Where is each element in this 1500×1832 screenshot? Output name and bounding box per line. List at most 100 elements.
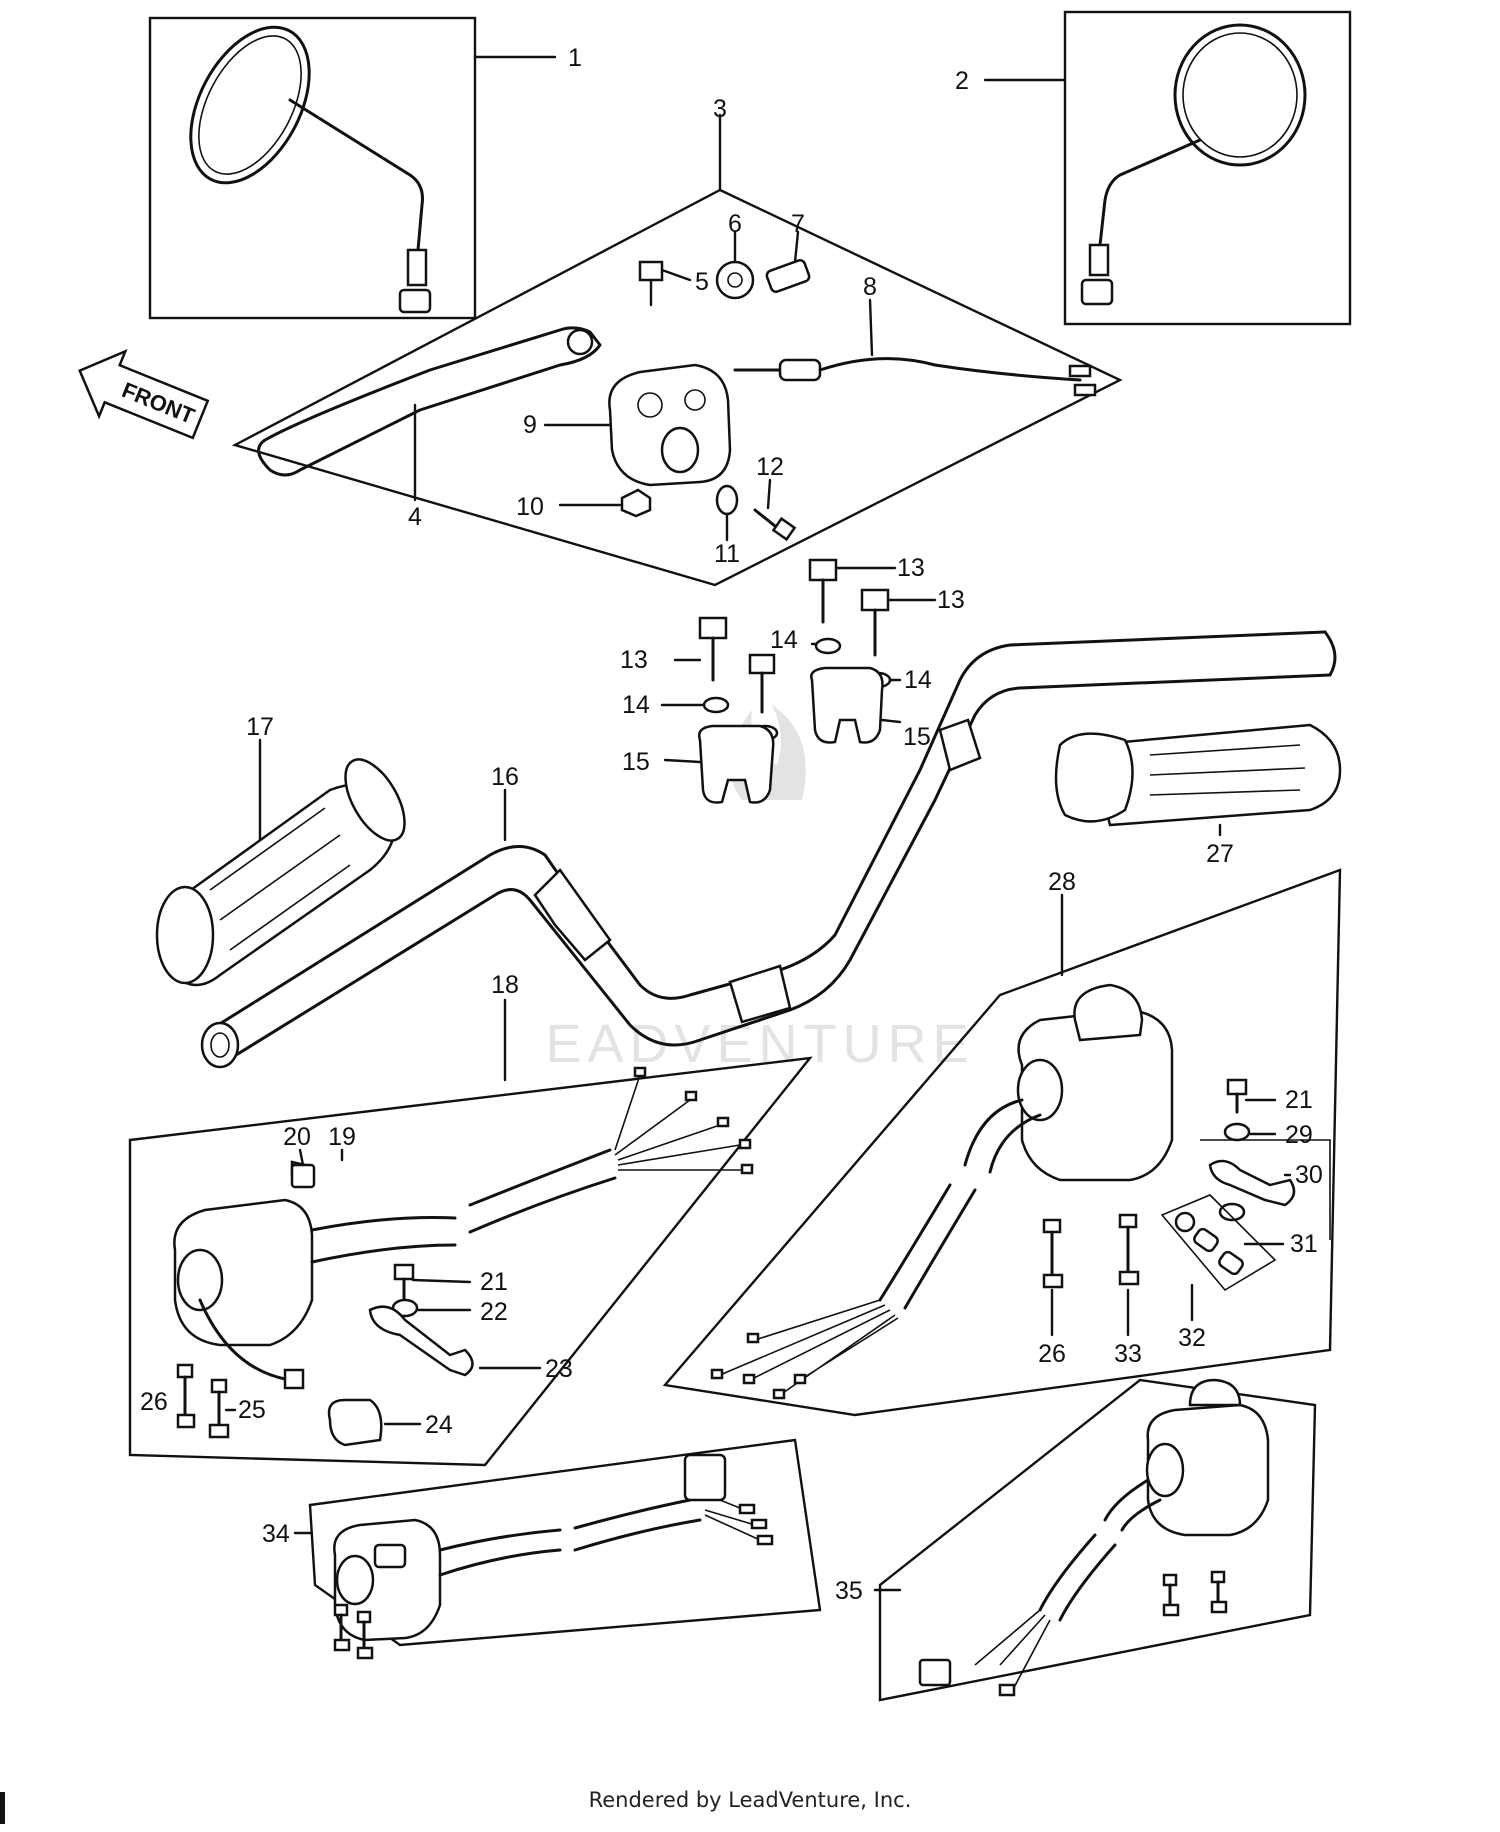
callout-14a: 14: [770, 626, 798, 654]
callout-13b: 13: [937, 586, 965, 614]
pivot-bolt[interactable]: [638, 260, 664, 282]
callout-31: 31: [1290, 1230, 1318, 1258]
knurl-right: [938, 718, 982, 772]
brake-lever[interactable]: [257, 326, 602, 477]
clamp-bolt-4[interactable]: [748, 653, 776, 675]
lever-washer[interactable]: [715, 484, 739, 516]
clamp-bolt-3[interactable]: [698, 616, 728, 640]
right-switch-assembly[interactable]: [662, 868, 1342, 1417]
mirror-left-box: [148, 16, 477, 320]
screw-26-left[interactable]: [176, 1363, 194, 1379]
switch-34-connector: [683, 1453, 727, 1502]
screw-26-right[interactable]: [1042, 1218, 1062, 1234]
callout-23: 23: [545, 1355, 573, 1383]
callout-25: 25: [238, 1396, 266, 1424]
lever-23[interactable]: [368, 1305, 474, 1377]
footer-credit: Rendered by LeadVenture, Inc.: [588, 1788, 912, 1812]
switch-35-knob[interactable]: [1188, 1378, 1242, 1407]
switch-34-assembly[interactable]: [293, 1438, 822, 1660]
mirror-left-glass: [189, 25, 311, 185]
front-arrow-icon: [78, 348, 210, 440]
part-32-box: [1160, 1194, 1277, 1292]
callout-16: 16: [491, 763, 519, 791]
grip-right-flange: [1054, 732, 1134, 823]
callout-14c: 14: [622, 691, 650, 719]
screw-25[interactable]: [210, 1378, 228, 1394]
callout-6: 6: [728, 210, 742, 238]
left-switch-assembly[interactable]: [128, 998, 813, 1467]
left-switch-box: [128, 1056, 813, 1467]
handlebar-clamp-upper-left[interactable]: [698, 724, 775, 804]
callout-4: 4: [408, 503, 422, 531]
callout-28: 28: [1048, 868, 1076, 896]
switch-35-housing[interactable]: [1146, 1403, 1270, 1537]
right-switch-knob[interactable]: [1073, 983, 1144, 1042]
lever-30[interactable]: [1208, 1159, 1296, 1207]
callout-8: 8: [863, 273, 877, 301]
washer-29[interactable]: [1223, 1122, 1251, 1142]
callout-21b: 21: [1285, 1086, 1313, 1114]
clamp-bolt-2[interactable]: [860, 588, 890, 612]
callout-17: 17: [246, 713, 274, 741]
part-32[interactable]: [1174, 1211, 1196, 1233]
screw-21-left[interactable]: [393, 1263, 415, 1281]
callout-21a: 21: [480, 1268, 508, 1296]
callout-35: 35: [835, 1577, 863, 1605]
clamp-washer-1[interactable]: [814, 637, 842, 655]
left-switch-cable: [310, 1216, 457, 1232]
callout-13a: 13: [897, 554, 925, 582]
lever-bracket[interactable]: [608, 363, 732, 487]
clamp-bolt-1[interactable]: [808, 558, 838, 582]
clamp-24[interactable]: [327, 1398, 383, 1447]
callout-20: 20: [283, 1123, 311, 1151]
callout-2: 2: [955, 67, 969, 95]
callout-30: 30: [1295, 1161, 1323, 1189]
callout-10: 10: [516, 493, 544, 521]
clip-20[interactable]: [290, 1163, 316, 1189]
clamp-washer-3[interactable]: [702, 696, 730, 714]
screw-33[interactable]: [1118, 1213, 1138, 1229]
callout-labels: 1 2 3 4 5 6 7 8 9 10 11 12 13 13 13 14 1…: [140, 44, 1323, 1605]
handlebar-end-right: [1323, 630, 1337, 677]
callout-26b: 26: [1038, 1340, 1066, 1368]
mirror-right[interactable]: [983, 10, 1352, 326]
callout-18: 18: [491, 971, 519, 999]
switch-34-housing[interactable]: [333, 1518, 442, 1642]
grip-left[interactable]: [155, 738, 417, 987]
screw-21-right[interactable]: [1226, 1078, 1248, 1096]
callout-34: 34: [262, 1520, 290, 1548]
cable-adjuster[interactable]: [765, 258, 811, 294]
switch-34-box: [308, 1438, 822, 1647]
callout-14b: 14: [904, 666, 932, 694]
clamp-hardware[interactable]: [660, 558, 937, 804]
grip-right[interactable]: [1054, 723, 1342, 837]
callout-12: 12: [756, 453, 784, 481]
mirror-left-nut: [398, 288, 432, 314]
callout-9: 9: [523, 411, 537, 439]
callout-7: 7: [791, 210, 805, 238]
mirror-right-glass: [1173, 23, 1307, 167]
right-switch-housing[interactable]: [1017, 1008, 1174, 1182]
callout-15a: 15: [903, 723, 931, 751]
callout-22: 22: [480, 1298, 508, 1326]
mirror-left[interactable]: [148, 7, 557, 320]
callout-13c: 13: [620, 646, 648, 674]
handlebar[interactable]: [200, 630, 1337, 1069]
lever-nut[interactable]: [620, 488, 652, 518]
switch-35-connector: [918, 1658, 952, 1687]
adjuster-locknut[interactable]: [715, 260, 755, 300]
washer-31[interactable]: [1218, 1202, 1246, 1222]
handlebar-clamp-upper-right[interactable]: [810, 666, 884, 744]
front-arrow: FRONT: [78, 348, 210, 440]
handlebar-bottom-edge: [226, 673, 1332, 1062]
right-switch-cable: [963, 1098, 1042, 1174]
callout-15b: 15: [622, 748, 650, 776]
switch-35-assembly[interactable]: [873, 1378, 1317, 1702]
brake-light-switch[interactable]: [778, 358, 822, 382]
callout-11: 11: [714, 540, 740, 568]
right-switch-box: [662, 868, 1342, 1417]
knurl-center: [728, 964, 792, 1024]
grip-left-cap: [155, 885, 215, 985]
mirror-left-stem: [288, 98, 424, 252]
lever-assembly[interactable]: [231, 113, 1123, 587]
